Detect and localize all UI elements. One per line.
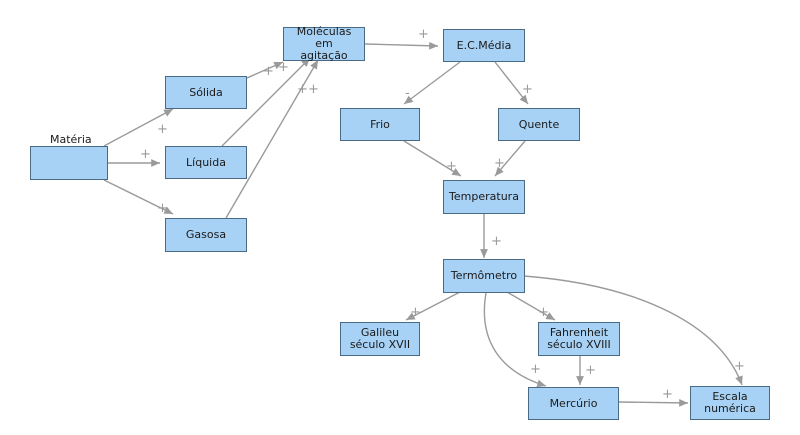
sign-termometro-fahrenheit: +	[538, 305, 549, 320]
sign-termometro-mercurio: +	[530, 362, 541, 377]
concept-escala[interactable]: Escala numérica	[690, 386, 770, 420]
link-termometro-escala	[523, 275, 743, 386]
link-termometro-galileu	[405, 291, 461, 321]
link-liquida-moleculas	[221, 57, 311, 147]
sign-materia-liquida: +	[140, 147, 151, 162]
link-gasosa-moleculas	[225, 59, 319, 219]
link-materia-gasosa	[103, 179, 174, 215]
sign-termometro-escala: +	[734, 359, 745, 374]
sign-fahrenheit-mercurio: +	[585, 363, 596, 378]
concept-galileu[interactable]: Galileu século XVII	[340, 322, 420, 356]
link-termometro-fahrenheit	[506, 291, 556, 321]
concept-mercurio[interactable]: Mercúrio	[528, 387, 619, 420]
concept-termometro[interactable]: Termômetro	[443, 259, 525, 293]
concept-moleculas[interactable]: Moléculas em agitação	[283, 26, 365, 62]
sign-gasosa-moleculas-b: +	[308, 82, 319, 97]
sign-quente-temperatura: +	[494, 156, 505, 171]
concept-liquida[interactable]: Líquida	[165, 146, 247, 179]
concept-ecmedia[interactable]: E.C.Média	[443, 29, 525, 62]
sign-materia-solida: +	[157, 122, 168, 137]
sign-solida-moleculas: +	[263, 64, 274, 79]
sign-gasosa-moleculas-a: +	[297, 82, 308, 97]
concept-gasosa[interactable]: Gasosa	[165, 218, 247, 252]
sign-frio-temperatura: +	[446, 159, 457, 174]
sign-mercurio-escala: +	[662, 387, 673, 402]
concept-materia-label: Matéria	[50, 133, 92, 146]
sign-liquida-moleculas: +	[278, 60, 289, 75]
concept-temperatura[interactable]: Temperatura	[443, 180, 525, 214]
link-solida-moleculas	[246, 61, 284, 79]
sign-temperatura-termometro: +	[491, 234, 502, 249]
concept-materia[interactable]	[30, 146, 108, 180]
sign-ecmedia-frio: -	[405, 86, 410, 101]
link-materia-solida	[103, 108, 174, 147]
sign-termometro-galileu: +	[410, 305, 421, 320]
link-ecmedia-frio	[403, 61, 461, 105]
link-frio-temperatura	[403, 140, 462, 177]
link-mercurio-escala	[618, 398, 689, 407]
concept-solida[interactable]: Sólida	[165, 76, 247, 109]
link-moleculas-ecmedia	[364, 41, 439, 50]
concept-fahrenheit[interactable]: Fahrenheit século XVIII	[538, 322, 620, 356]
link-ecmedia-quente	[494, 61, 529, 105]
sign-ecmedia-quente: +	[522, 82, 533, 97]
sign-moleculas-ecmedia: +	[418, 27, 429, 42]
concept-frio[interactable]: Frio	[340, 108, 420, 141]
link-termometro-mercurio	[483, 292, 547, 388]
sign-materia-gasosa: +	[157, 201, 168, 216]
link-quente-temperatura	[494, 140, 526, 177]
concept-quente[interactable]: Quente	[498, 108, 580, 141]
